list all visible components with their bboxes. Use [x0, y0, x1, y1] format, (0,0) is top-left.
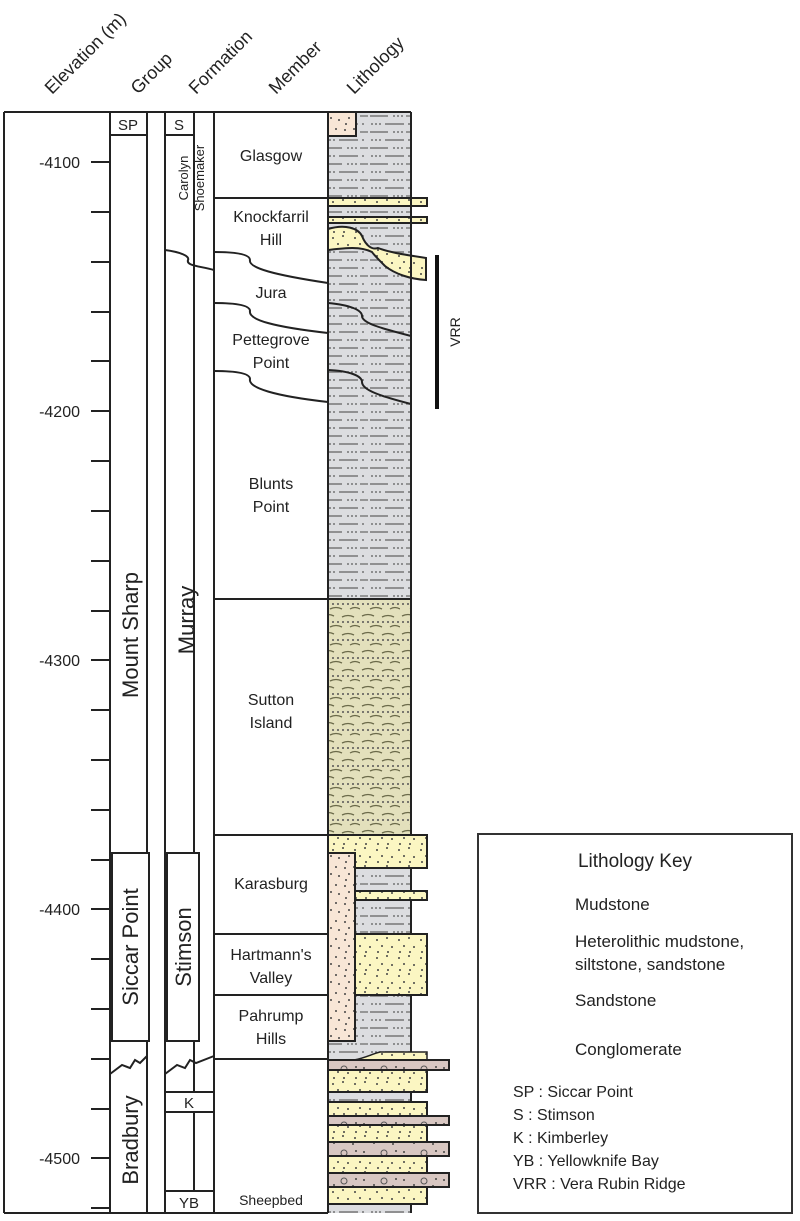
member-knockfarril-1: Knockfarril	[233, 209, 309, 226]
legend-abbr-k: K : Kimberley	[513, 1130, 609, 1147]
sandstone-pink-stimson	[327, 852, 356, 1042]
formation-stimson: Stimson	[171, 907, 196, 986]
legend-sandstone-label: Sandstone	[575, 991, 657, 1010]
legend-abbr-yb: YB : Yellowknife Bay	[513, 1153, 659, 1170]
header-formation: Formation	[185, 26, 256, 97]
member-sheepbed: Sheepbed	[239, 1192, 303, 1208]
legend-heterolithic-label-1: Heterolithic mudstone,	[575, 932, 745, 951]
group-column: SP Mount Sharp Siccar Point Bradbury	[109, 111, 150, 1213]
formation-s-label: S	[174, 117, 184, 134]
group-mount-sharp: Mount Sharp	[118, 572, 143, 698]
heterolithic-sutton-island	[328, 599, 411, 835]
column-frame	[3, 111, 411, 1214]
elevation-axis	[91, 161, 110, 1209]
sandstone-band	[327, 216, 428, 224]
sandstone-bed	[327, 1069, 428, 1093]
sandstone-band	[327, 197, 428, 207]
formation-murray: Murray	[174, 586, 199, 654]
group-bradbury: Bradbury	[118, 1095, 143, 1184]
sandstone-wedge	[327, 225, 427, 282]
header-elevation: Elevation (m)	[41, 9, 130, 98]
formation-s-box	[164, 111, 195, 136]
member-pettegrove-2: Point	[253, 355, 290, 372]
member-glasgow: Glasgow	[240, 148, 303, 165]
conglomerate-bed	[327, 1172, 450, 1188]
vrr-marker: VRR	[435, 255, 463, 409]
member-jura: Jura	[255, 285, 286, 302]
mudstone-upper	[328, 112, 411, 599]
formation-shoemaker: Shoemaker	[192, 144, 207, 211]
member-blunts-1: Blunts	[249, 476, 293, 493]
sandstone-bed	[327, 1155, 428, 1174]
formation-carolyn: Carolyn	[176, 156, 191, 201]
lithology-legend: Lithology Key Mudstone Heterolithic muds…	[477, 833, 793, 1214]
header-member: Member	[265, 37, 326, 98]
member-sutton-2: Island	[250, 715, 293, 732]
member-knockfarril-2: Hill	[260, 232, 282, 249]
sandstone-hartmann	[353, 933, 428, 996]
sandstone-bed	[327, 1124, 428, 1143]
unconformity-line	[164, 1055, 215, 1075]
conglomerate-bed	[327, 1059, 450, 1071]
formation-stimson-box	[166, 852, 200, 1042]
member-karasburg: Karasburg	[234, 876, 308, 893]
legend-mudstone-label: Mudstone	[575, 895, 650, 914]
group-siccar-point-box	[111, 852, 150, 1042]
tick-label: -4500	[39, 1151, 80, 1168]
conglomerate-bed	[327, 1141, 450, 1157]
column-headers: Elevation (m) Group Formation Member Lit…	[41, 9, 408, 98]
sandstone-pink-top	[327, 111, 357, 137]
header-group: Group	[127, 48, 177, 98]
formation-k: K	[184, 1095, 194, 1112]
member-hartmann-2: Valley	[250, 970, 292, 987]
conglomerate-bed	[327, 1115, 450, 1126]
elevation-labels: -4100 -4200 -4300 -4400 -4500	[39, 155, 80, 1168]
member-sutton-1: Sutton	[248, 692, 294, 709]
tick-label: -4300	[39, 653, 80, 670]
lithology-column	[327, 111, 450, 1213]
legend-heterolithic-label-2: siltstone, sandstone	[575, 955, 726, 974]
vrr-label: VRR	[447, 317, 463, 347]
group-siccar-point: Siccar Point	[118, 888, 143, 1005]
group-sp-label: SP	[118, 117, 138, 134]
sandstone-band	[353, 890, 428, 901]
tick-label: -4400	[39, 902, 80, 919]
sandstone-bed	[327, 1101, 428, 1117]
legend-conglomerate-label: Conglomerate	[575, 1040, 682, 1059]
formation-yb: YB	[179, 1195, 199, 1212]
tick-label: -4100	[39, 155, 80, 172]
legend-abbr-s: S : Stimson	[513, 1107, 595, 1124]
unconformity-line	[109, 1055, 148, 1075]
member-column: Glasgow Knockfarril Hill Jura Pettegrove…	[213, 148, 329, 1208]
legend-title: Lithology Key	[577, 851, 693, 872]
formation-yb-box	[164, 1190, 215, 1214]
formation-k-box	[164, 1091, 215, 1113]
header-lithology: Lithology	[343, 33, 408, 98]
legend-abbr-vrr: VRR : Vera Rubin Ridge	[513, 1176, 686, 1193]
member-pahrump-1: Pahrump	[239, 1008, 304, 1025]
tick-label: -4200	[39, 404, 80, 421]
group-sp-box	[109, 111, 148, 136]
member-hartmann-1: Hartmann's	[230, 947, 311, 964]
legend-abbr-sp: SP : Siccar Point	[513, 1084, 633, 1101]
member-pahrump-2: Hills	[256, 1031, 286, 1048]
member-pettegrove-1: Pettegrove	[232, 332, 309, 349]
sandstone-bed	[327, 1186, 428, 1205]
formation-column: S Carolyn Shoemaker Murray Stimson K YB	[164, 111, 215, 1214]
member-blunts-2: Point	[253, 499, 290, 516]
